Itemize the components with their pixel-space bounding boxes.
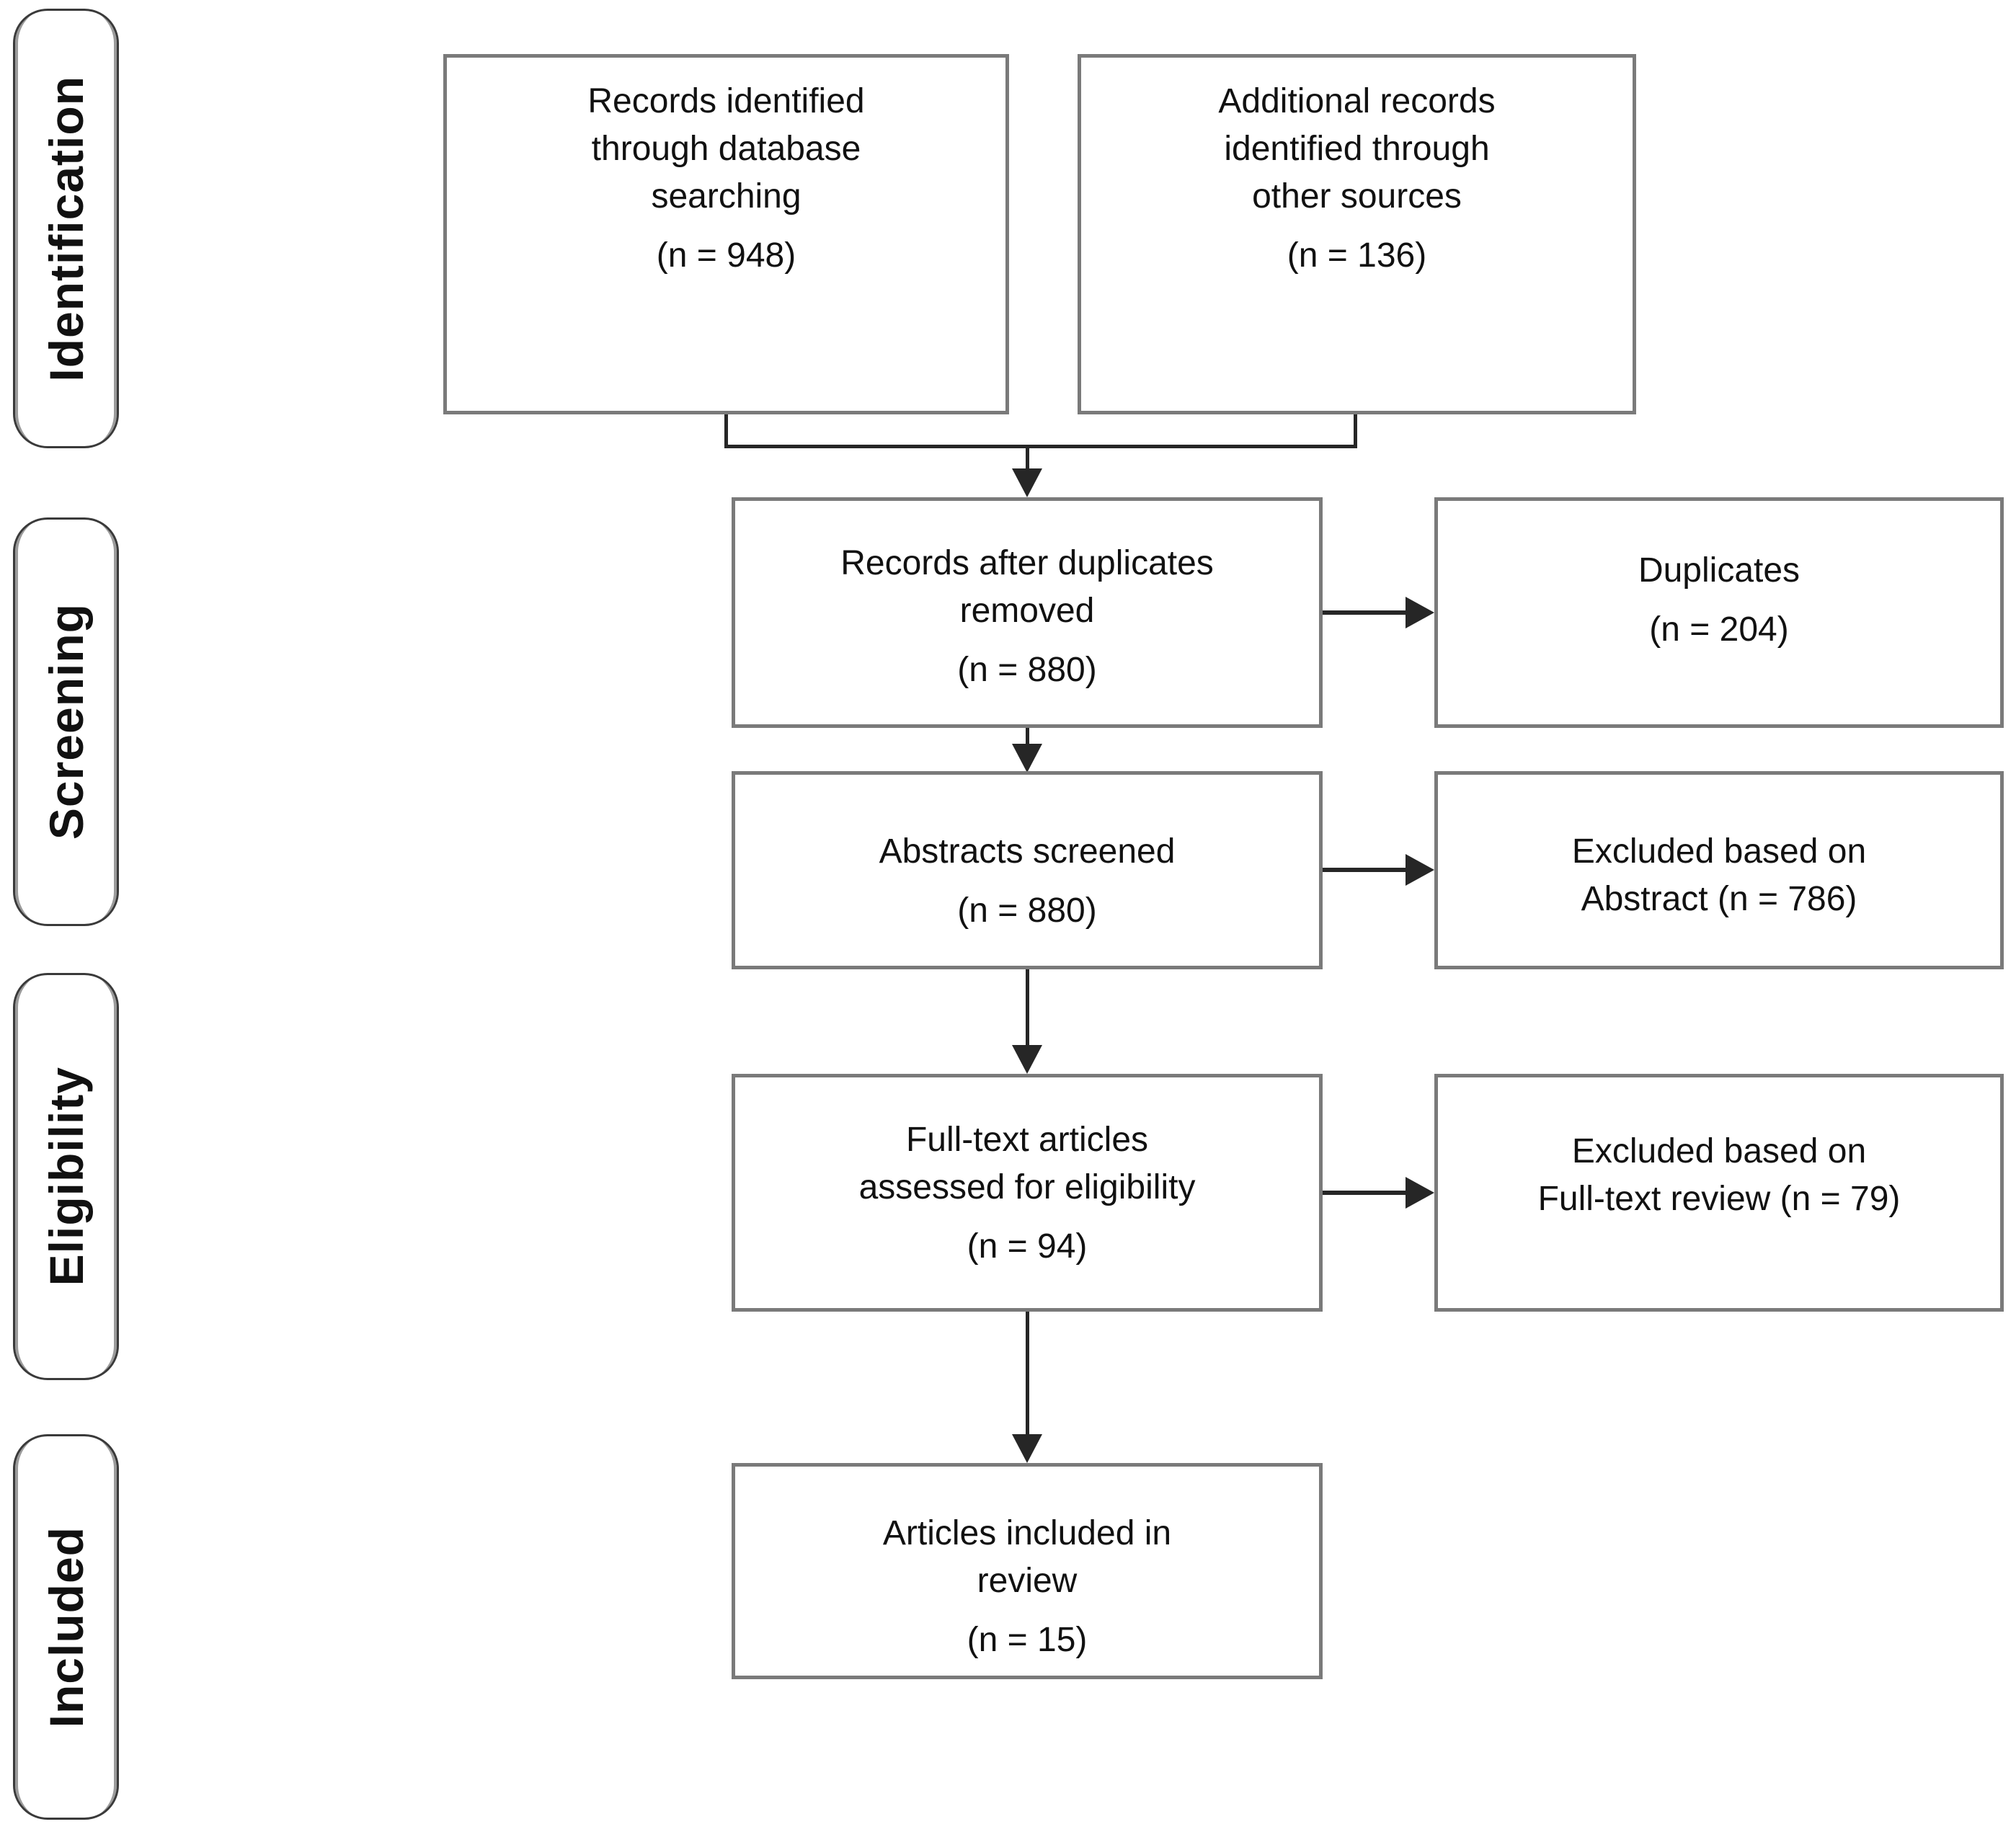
- box-count: (n = 948): [656, 236, 796, 275]
- stage-label-eligibility: Eligibility: [13, 973, 119, 1380]
- box-text-line: review: [977, 1562, 1078, 1600]
- box-text-line: Full-text review (n = 79): [1537, 1180, 1901, 1218]
- arrow-down-icon: [1012, 744, 1042, 773]
- box-count: (n = 880): [957, 891, 1097, 930]
- box-text-line: identified through: [1224, 130, 1490, 168]
- arrow-down-icon: [1012, 468, 1042, 497]
- stage-label-included: Included: [13, 1434, 119, 1820]
- connector-additional-down-line: [1354, 414, 1357, 448]
- box-records-identified: Records identified through database sear…: [443, 54, 1009, 414]
- box-text-line: Records identified: [587, 82, 865, 120]
- box-excluded-abstract: Excluded based on Abstract (n = 786): [1434, 771, 2004, 969]
- arrow-down-icon: [1012, 1045, 1042, 1074]
- box-text-line: Excluded based on: [1571, 1132, 1867, 1170]
- box-fulltext-assessed: Full-text articles assessed for eligibil…: [732, 1074, 1323, 1312]
- stage-label-identification: Identification: [13, 9, 119, 448]
- arrow-merge-shaft: [1026, 447, 1029, 471]
- arrow-right-icon: [1406, 1177, 1434, 1209]
- arrow-excluded-fulltext-shaft: [1323, 1191, 1407, 1195]
- box-count: (n = 880): [957, 651, 1097, 689]
- box-text-line: through database: [591, 130, 861, 168]
- box-text-line: Articles included in: [882, 1514, 1172, 1552]
- box-additional-records: Additional records identified through ot…: [1078, 54, 1636, 414]
- box-text-line: removed: [959, 592, 1095, 630]
- connector-records-down-line: [724, 414, 728, 448]
- box-count: (n = 15): [967, 1621, 1088, 1659]
- box-text-line: Abstract (n = 786): [1581, 880, 1857, 918]
- arrow-screening-shaft: [1026, 728, 1029, 747]
- stage-label-included-text: Included: [39, 1526, 93, 1728]
- arrow-included-shaft: [1026, 1312, 1029, 1437]
- arrow-duplicates-shaft: [1323, 610, 1407, 615]
- arrow-down-icon: [1012, 1434, 1042, 1463]
- box-abstracts-screened: Abstracts screened (n = 880): [732, 771, 1323, 969]
- box-text-line: assessed for eligibility: [858, 1168, 1196, 1206]
- box-count: (n = 204): [1649, 610, 1789, 649]
- connector-merge-horizontal-line: [724, 445, 1357, 448]
- arrow-eligibility-shaft: [1026, 969, 1029, 1048]
- box-text-line: Records after duplicates: [840, 544, 1214, 582]
- stage-label-identification-text: Identification: [39, 75, 93, 382]
- stage-label-screening-text: Screening: [39, 603, 93, 840]
- arrow-excluded-abstract-shaft: [1323, 868, 1407, 872]
- box-excluded-fulltext: Excluded based on Full-text review (n = …: [1434, 1074, 2004, 1312]
- box-text-line: Excluded based on: [1571, 832, 1867, 871]
- box-text-line: Full-text articles: [905, 1121, 1149, 1159]
- stage-label-screening: Screening: [13, 517, 119, 926]
- box-text-line: Abstracts screened: [879, 832, 1176, 871]
- box-text-line: searching: [651, 177, 801, 215]
- arrow-right-icon: [1406, 854, 1434, 886]
- box-count: (n = 94): [967, 1227, 1088, 1266]
- box-records-after-duplicates: Records after duplicates removed (n = 88…: [732, 497, 1323, 728]
- box-text-line: Duplicates: [1638, 551, 1800, 590]
- box-text-line: other sources: [1252, 177, 1462, 215]
- stage-label-eligibility-text: Eligibility: [39, 1067, 93, 1286]
- arrow-right-icon: [1406, 597, 1434, 628]
- box-count: (n = 136): [1287, 236, 1427, 275]
- box-text-line: Additional records: [1218, 82, 1496, 120]
- box-included-review: Articles included in review (n = 15): [732, 1463, 1323, 1679]
- box-duplicates: Duplicates (n = 204): [1434, 497, 2004, 728]
